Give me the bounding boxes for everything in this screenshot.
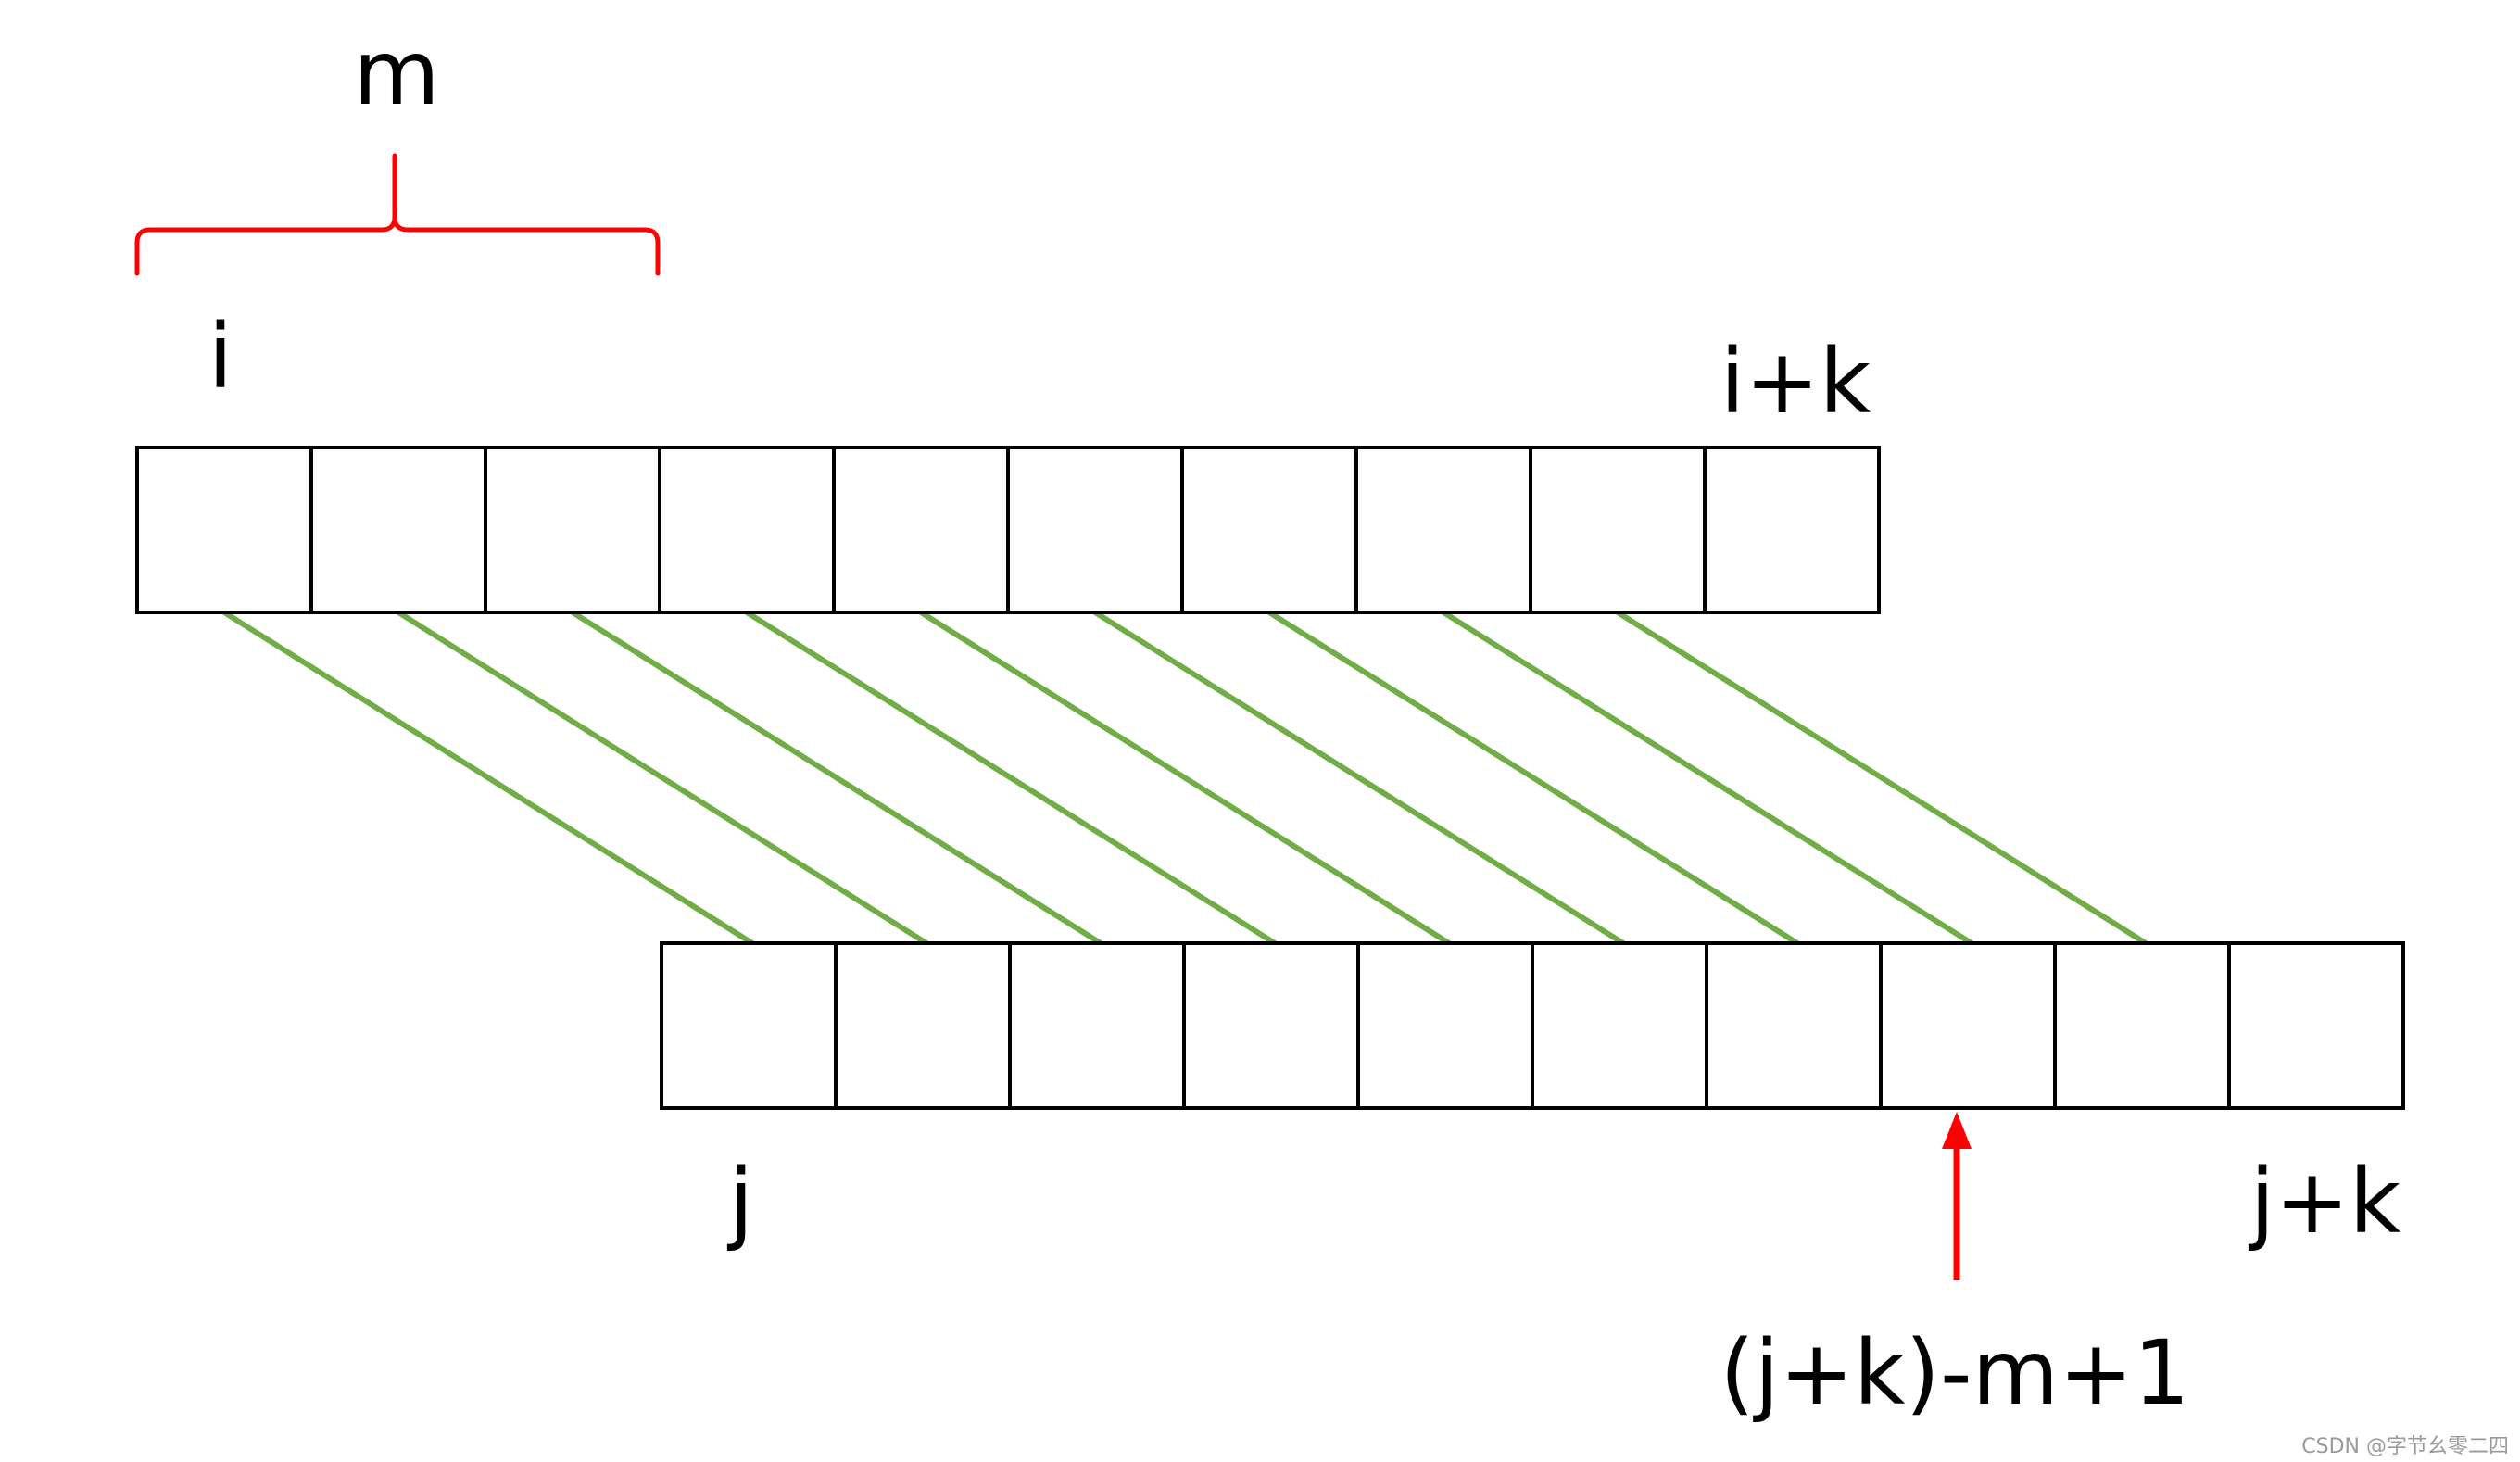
bottom-array-cell-6 [1705, 941, 1883, 1110]
cell-link-6 [1267, 610, 1799, 946]
bottom-array-cell-7 [1879, 941, 2057, 1110]
cell-link-5 [1093, 610, 1625, 946]
top-array-cell-6 [1180, 446, 1358, 614]
pointer-label: (j+k)-m+1 [1720, 1321, 2189, 1425]
bottom-array [660, 941, 2405, 1110]
bottom-array-cell-8 [2053, 941, 2231, 1110]
top-array-cell-9 [1703, 446, 1881, 614]
cell-link-group [222, 610, 2148, 946]
top-array-cell-1 [309, 446, 487, 614]
top-array-cell-4 [832, 446, 1010, 614]
cell-link-1 [397, 610, 928, 946]
bottom-array-cell-3 [1182, 941, 1360, 1110]
cell-link-0 [222, 610, 754, 946]
bottom-start-label: j [727, 1150, 754, 1254]
cell-link-8 [1616, 610, 2148, 946]
bottom-array-cell-1 [834, 941, 1012, 1110]
bottom-array-cell-4 [1356, 941, 1534, 1110]
watermark-text: CSDN @字节幺零二四 [2301, 1435, 2509, 1458]
cell-link-2 [571, 610, 1102, 946]
cell-link-4 [919, 610, 1451, 946]
top-array [135, 446, 1881, 614]
bottom-array-cell-0 [660, 941, 838, 1110]
m-span-brace [134, 153, 661, 276]
bottom-array-cell-5 [1531, 941, 1708, 1110]
top-array-cell-0 [135, 446, 313, 614]
bottom-array-cell-9 [2227, 941, 2405, 1110]
top-array-cell-7 [1354, 446, 1532, 614]
top-array-cell-3 [658, 446, 836, 614]
top-array-cell-5 [1006, 446, 1184, 614]
brace-label-m: m [353, 21, 440, 125]
pointer-arrow-head [1942, 1112, 1972, 1149]
top-end-label: i+k [1720, 330, 1871, 434]
top-start-label: i [208, 305, 233, 409]
bottom-end-label: j+k [2249, 1150, 2401, 1254]
top-array-cell-2 [484, 446, 662, 614]
top-array-cell-8 [1529, 446, 1707, 614]
cell-link-7 [1442, 610, 1973, 946]
bottom-array-cell-2 [1008, 941, 1186, 1110]
cell-link-3 [745, 610, 1277, 946]
